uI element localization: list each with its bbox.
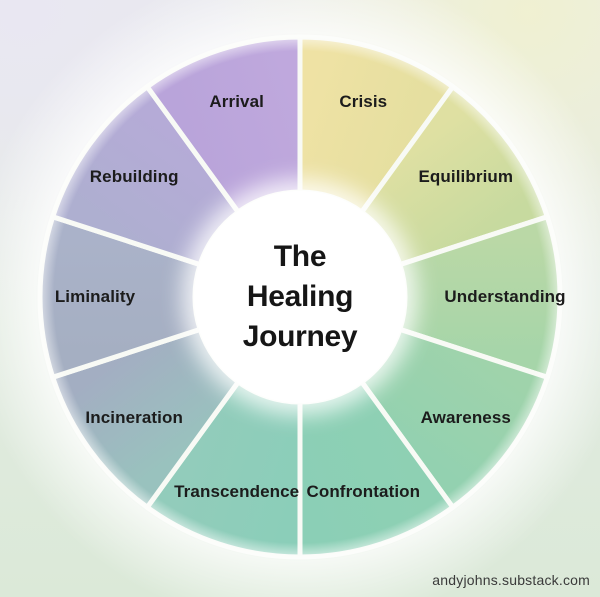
center-circle: The Healing Journey — [194, 191, 406, 403]
segment-label-awareness: Awareness — [420, 407, 511, 427]
credit-url: andyjohns.substack.com — [432, 572, 590, 588]
segment-label-understanding: Understanding — [444, 287, 566, 306]
segment-label-crisis: Crisis — [339, 92, 388, 111]
segment-label-incineration: Incineration — [85, 407, 183, 427]
title-line-2: Healing — [246, 280, 354, 313]
diagram-title: The Healing Journey — [243, 237, 358, 357]
title-line-1: The — [273, 240, 327, 273]
segment-label-confrontation: Confrontation — [306, 482, 421, 501]
segment-label-equilibrium: Equilibrium — [418, 166, 514, 186]
segment-label-arrival: Arrival — [209, 92, 264, 111]
segment-label-transcendence: Transcendence — [174, 482, 300, 501]
title-line-3: Journey — [242, 320, 358, 353]
segment-label-liminality: Liminality — [54, 287, 136, 306]
segment-label-rebuilding: Rebuilding — [89, 166, 179, 186]
